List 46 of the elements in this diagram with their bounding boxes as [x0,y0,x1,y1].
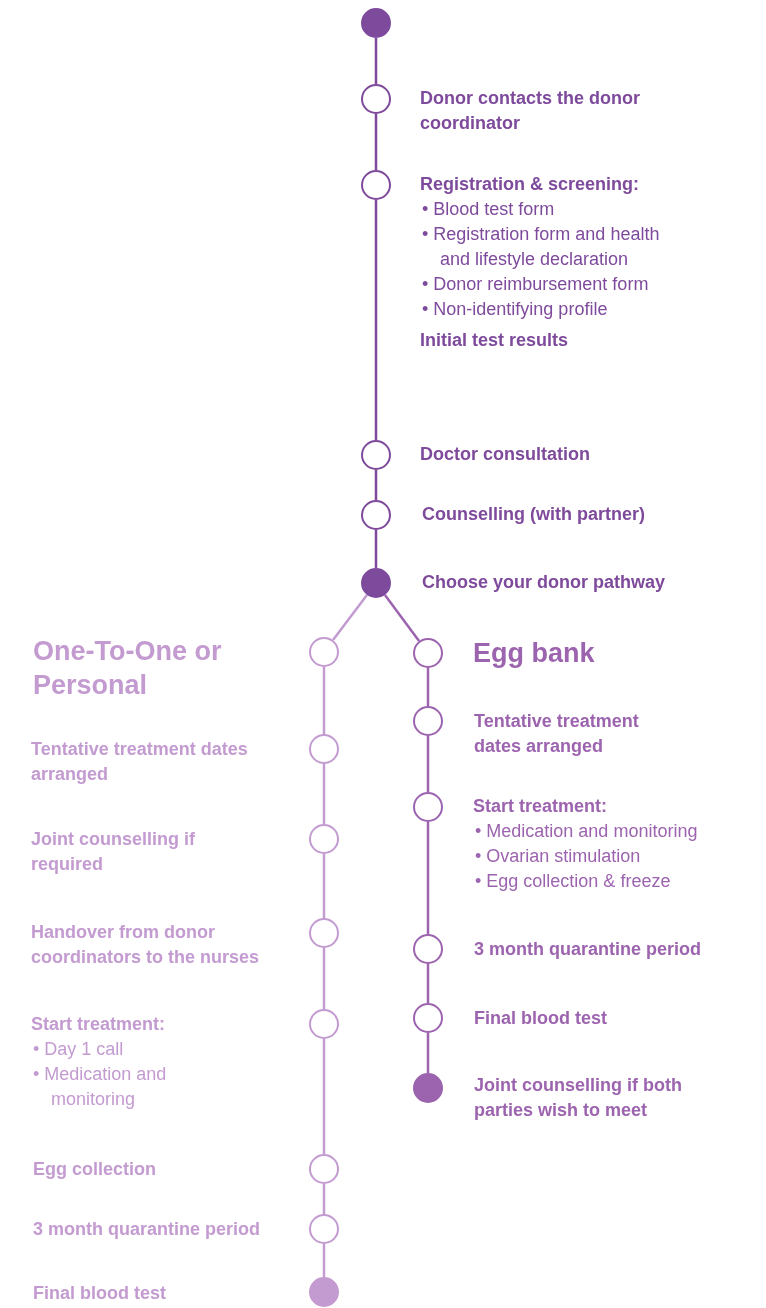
list-item: • Donor reimbursement form [421,273,650,296]
step-label: Initial test results [420,329,570,352]
branch-heading: One-To-One or Personal [33,635,223,702]
branch-heading: Egg bank [473,637,596,670]
step-label: 3 month quarantine period [474,938,702,961]
connector-line [374,114,378,170]
step-label: Choose your donor pathway [422,571,667,594]
connector-line [426,964,430,1003]
connector-line [374,200,378,440]
connector-line [322,948,326,1009]
list-item: • Medication and monitoring [32,1063,168,1111]
connector-line [322,1039,326,1154]
step-label: Registration & screening: [420,173,641,196]
connector-line [426,1033,430,1073]
connector-line [374,470,378,500]
connector-line [426,822,430,934]
list-item: • Ovarian stimulation [474,845,642,868]
list-item: • Day 1 call [32,1038,125,1061]
connector-line [426,736,430,792]
step-label: Start treatment: [31,1013,167,1036]
connector-line [426,668,430,706]
step-label: Doctor consultation [420,443,591,466]
step-label: Tentative treatment dates arranged [31,738,249,786]
step-label: Handover from donor coordinators to the nurses [31,921,261,969]
step-label: Donor contacts the donor coordinator [420,87,641,135]
connector-line [322,764,326,824]
step-label: Counselling (with partner) [422,503,646,526]
list-item: • Registration form and health and lifestyle declaration [421,223,661,271]
step-label: Tentative treatment dates arranged [474,710,640,758]
list-item: • Blood test form [421,198,556,221]
step-label: Egg collection [33,1158,157,1181]
connector-line [322,854,326,918]
step-label: 3 month quarantine period [33,1218,261,1241]
connector-line [374,530,378,568]
list-item: • Medication and monitoring [474,820,699,843]
step-label: Start treatment: [473,795,609,818]
step-label: Joint counselling if required [31,828,196,876]
step-label: Final blood test [474,1007,608,1030]
connector-line [322,1244,326,1277]
connector-line [374,38,378,84]
step-label: Final blood test [33,1282,167,1305]
step-label: Joint counselling if both parties wish to meet [474,1074,683,1122]
list-item: • Egg collection & freeze [474,870,672,893]
connector-line [322,1184,326,1214]
list-item: • Non-identifying profile [421,298,609,321]
connector-line [322,667,326,734]
